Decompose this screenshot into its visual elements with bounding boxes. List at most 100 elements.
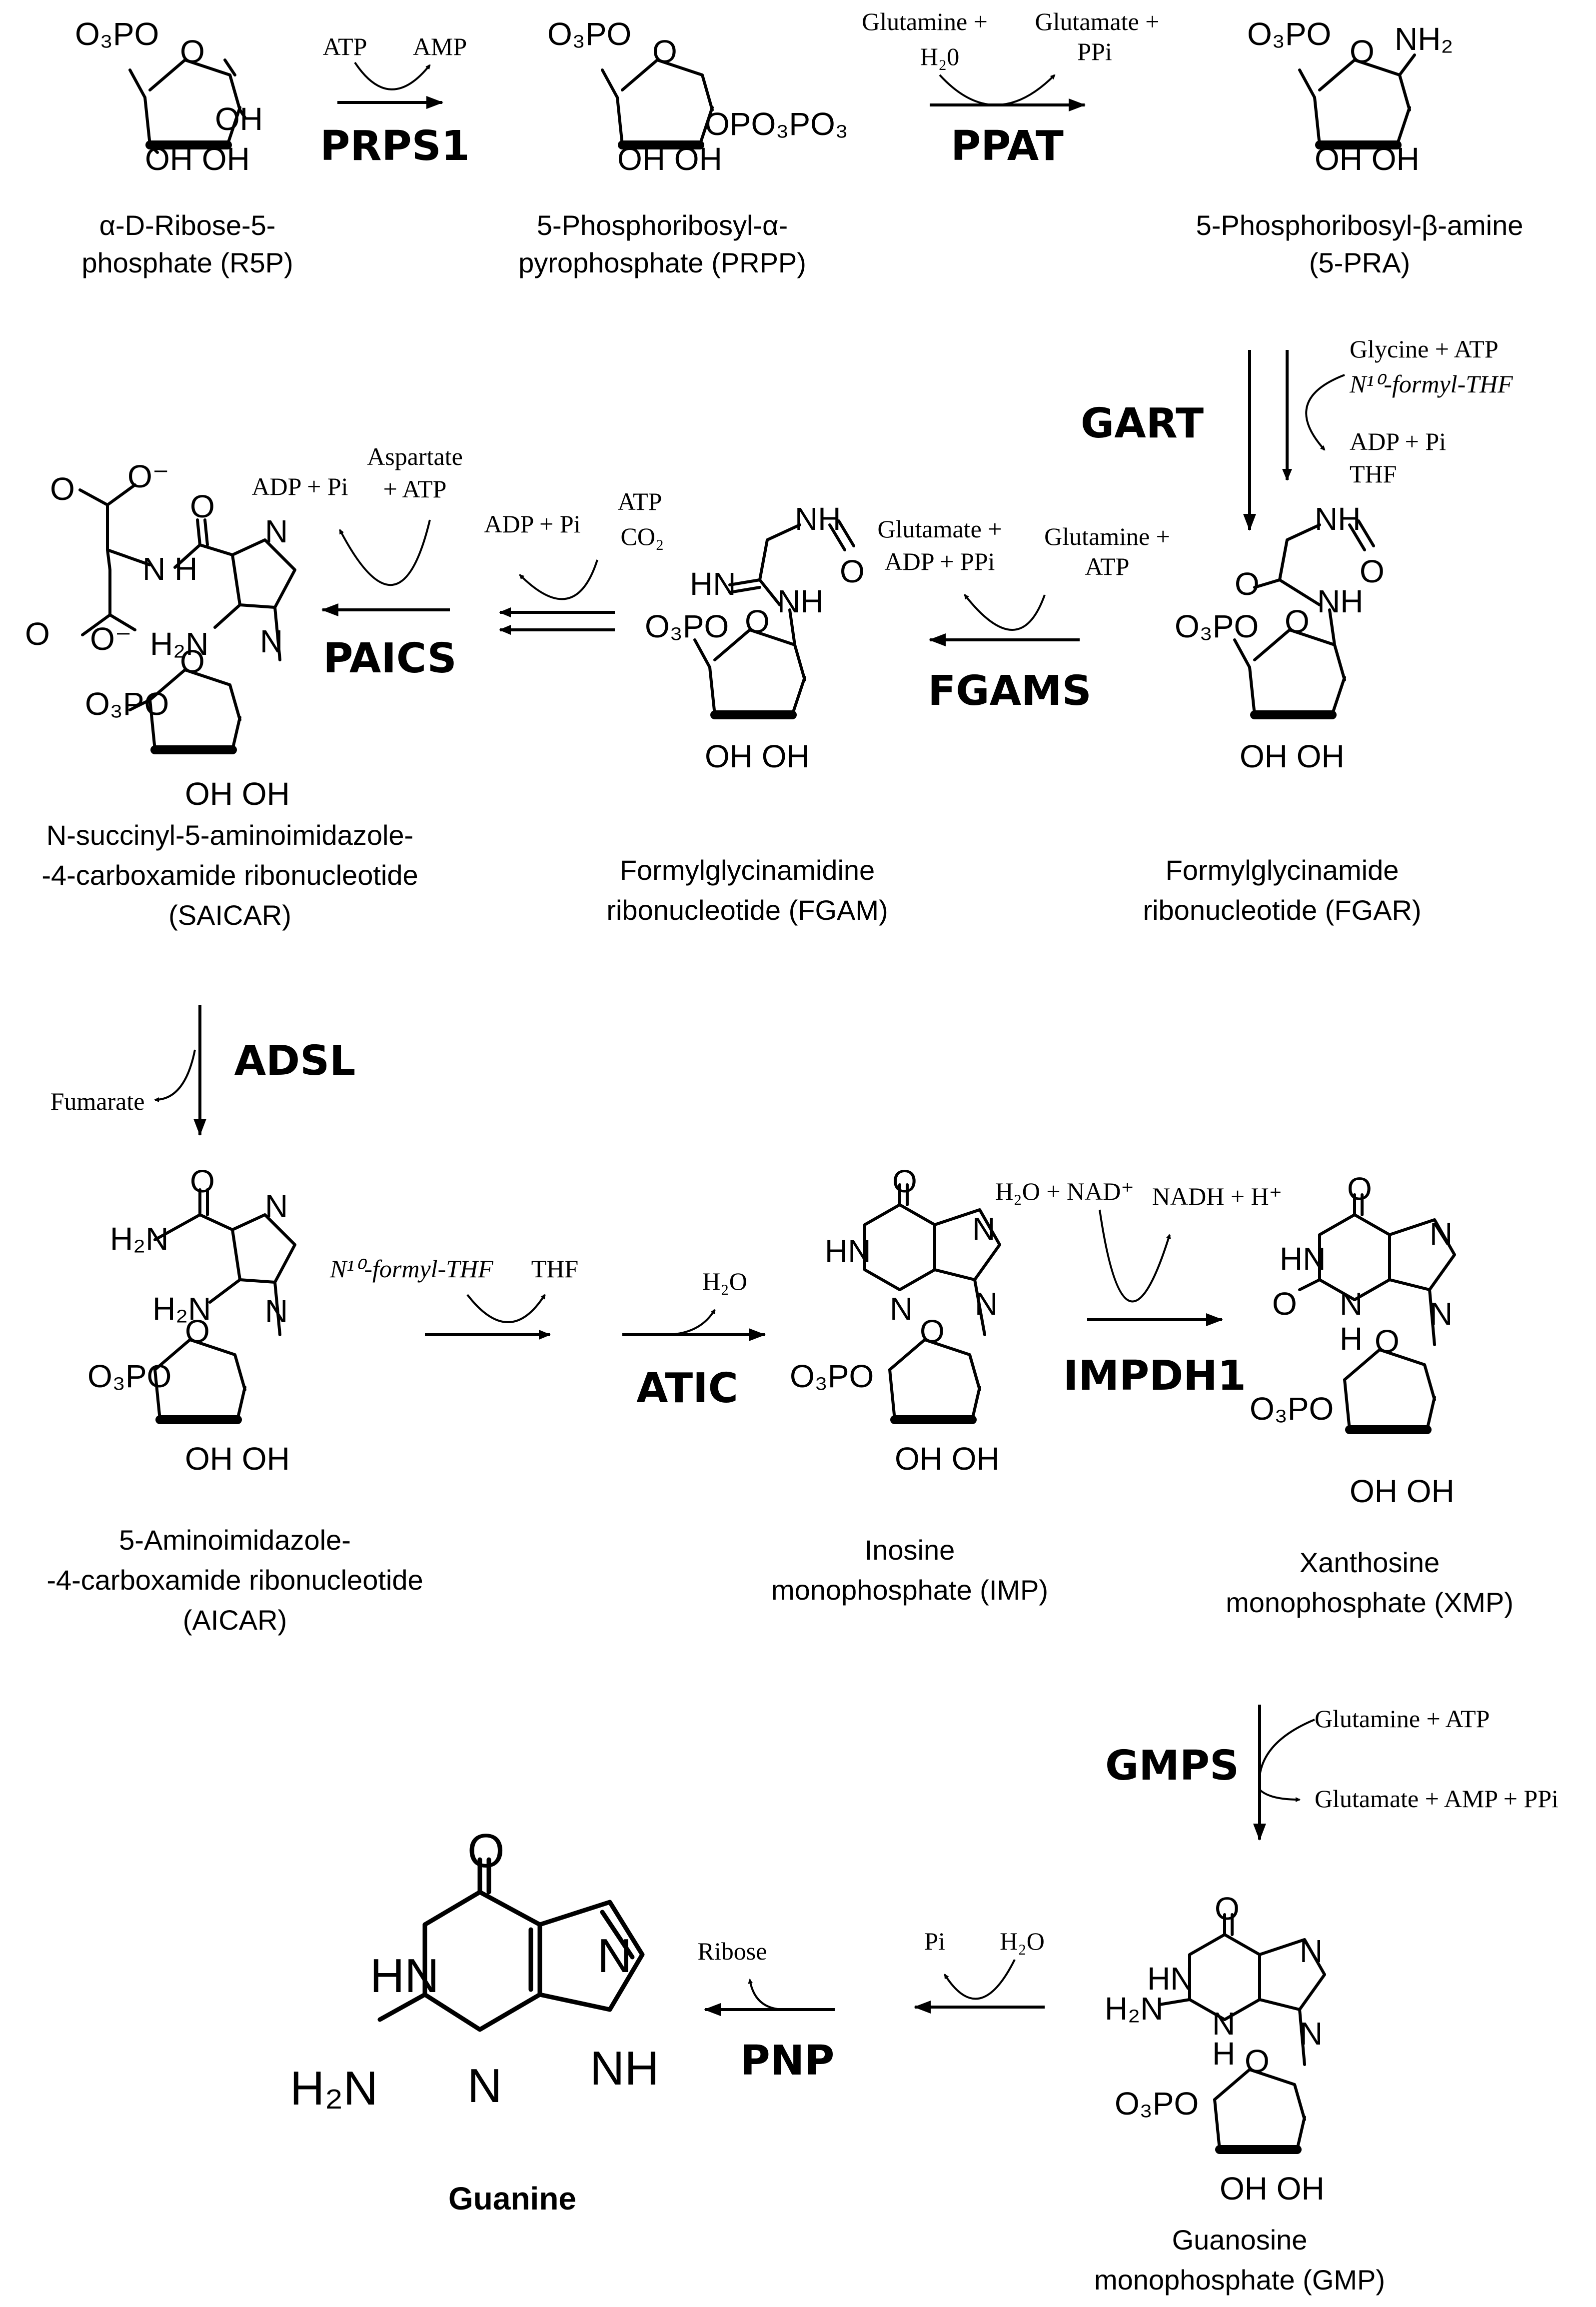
cofactor-in: N¹⁰-formyl-THF [329, 1255, 493, 1283]
imidazole-n-label: N [972, 1211, 995, 1247]
ribose-ring [128, 58, 246, 154]
carbonyl-o-label: O [1215, 1891, 1240, 1927]
cofactor-in-2: ATP [1085, 552, 1130, 580]
imidazole-n-label: N [1430, 1216, 1453, 1252]
glycosidic-n-label: N [260, 623, 283, 659]
molecule-pra: O O₃PO NH₂ OH OH 5-Phosphoribosyl-β-amin… [1196, 16, 1524, 278]
cofactor-in-1: Glutamine + [862, 7, 988, 35]
phosphate-label: O₃PO [1115, 2086, 1199, 2122]
cofactor-in2-2: + ATP [383, 475, 447, 503]
imp-name-line2: monophosphate (IMP) [771, 1574, 1048, 1606]
pra-name-line2: (5-PRA) [1309, 247, 1410, 278]
pyrimidine-n-label: N [467, 2059, 502, 2113]
diol-label: OH OH [705, 738, 810, 774]
molecule-guanine: O HN N H₂N N NH Guanine [290, 1824, 659, 2217]
amine-label: H₂N [1105, 1991, 1163, 2027]
guanine-name: Guanine [448, 2181, 576, 2217]
imidazole-nh-label: NH [590, 2042, 659, 2095]
imp-name-line1: Inosine [865, 1534, 955, 1566]
enzyme-label: PAICS [323, 635, 456, 682]
cofactor-in-2: H₂0 [920, 42, 960, 70]
phosphate-label: O₃PO [87, 1358, 171, 1394]
ring-n-label: N [1340, 1286, 1363, 1322]
fgar-name-line1: Formylglycinamide [1166, 854, 1399, 886]
phosphate-label: O₃PO [75, 16, 159, 52]
prpp-name-line1: 5-Phosphoribosyl-α- [537, 209, 788, 241]
cofactor-out-1: ADP + Pi [1350, 427, 1446, 455]
gmp-name-line2: monophosphate (GMP) [1094, 2264, 1385, 2296]
cofactor-out: Fumarate [50, 1087, 145, 1115]
glycosidic-n-label: N [1430, 1296, 1453, 1332]
formyl-nh-label: NH [1315, 501, 1361, 537]
formyl-o-label: O [840, 553, 865, 589]
imidazole-n-label: N [265, 513, 288, 549]
phosphate-label: O₃PO [547, 16, 631, 52]
enzyme-label: PNP [740, 2037, 835, 2085]
imidazole-n-label: N [265, 1188, 288, 1224]
step-fgams: Glutamine + ATP Glutamate + ADP + PPi FG… [878, 515, 1170, 715]
fgam-name-line1: Formylglycinamidine [620, 854, 875, 886]
step-ppat: Glutamine + H₂0 Glutamate + PPi PPAT [862, 7, 1159, 170]
ring-h-label: H [1212, 2036, 1235, 2072]
diol-label: OH OH [1315, 141, 1420, 177]
cofactor-in-2: N¹⁰-formyl-THF [1349, 370, 1513, 398]
cofactor-out-2: PPi [1077, 37, 1112, 65]
diol-label: OH OH [145, 141, 250, 177]
ring-oxygen: O [745, 603, 770, 639]
aicar-name-line1: 5-Aminoimidazole- [119, 1524, 351, 1556]
step-adsl: Fumarate ADSL [50, 1005, 355, 1136]
cofactor-out-2: Ribose [698, 1937, 767, 1965]
cofactor-out-2: ADP + PPi [885, 547, 995, 575]
amide-o-label: O [190, 1163, 215, 1199]
aicar-name-line2: -4-carboxamide ribonucleotide [46, 1564, 423, 1596]
cofactor-in-1: Glutamine + [1044, 522, 1170, 550]
xmp-name-line2: monophosphate (XMP) [1226, 1587, 1514, 1618]
carboxylate-ominus-bottom: O⁻ [90, 621, 132, 657]
pyrimidine-n-label: N [890, 1291, 913, 1327]
ring-oxygen: O [1350, 33, 1375, 69]
cofactor-in2-1: Aspartate [367, 442, 463, 470]
saicar-name-line1: N-succinyl-5-aminoimidazole- [46, 819, 413, 851]
diol-label: OH OH [185, 776, 290, 812]
phosphate-label: O₃PO [1247, 16, 1331, 52]
glycosidic-n-label: N [975, 1286, 998, 1322]
step-gmps: Glutamine + ATP Glutamate + AMP + PPi GM… [1105, 1705, 1559, 1841]
amine-label: NH₂ [1395, 21, 1453, 57]
carbonyl-o-label: O [892, 1163, 917, 1199]
diol-label: OH OH [1350, 1473, 1455, 1509]
formyl-nh-label: NH [795, 501, 841, 537]
carbonyl-o-top: O [1347, 1171, 1372, 1207]
ring-oxygen: O [180, 33, 205, 69]
hydroxyl-label: OH [215, 101, 263, 137]
enzyme-label: PPAT [951, 122, 1064, 170]
imine-hn-label: HN [690, 566, 736, 602]
cofactor-out: AMP [413, 32, 467, 60]
amide-nh-label: N H [142, 551, 197, 587]
cofactor-in: H₂O + NAD⁺ [995, 1177, 1134, 1205]
ring-h-label: H [1340, 1321, 1363, 1357]
diol-label: OH OH [895, 1441, 1000, 1477]
amide-o-label: O [190, 488, 215, 524]
step-pnp: H₂O Pi Ribose PNP [698, 1927, 1045, 2085]
phosphate-label: O₃PO [85, 686, 169, 722]
amine-label: H₂N [152, 1291, 211, 1327]
molecule-fgam: O O₃PO NH O HN NH OH OH Formylglycinamid… [606, 501, 888, 926]
gmp-name-line1: Guanosine [1172, 2224, 1308, 2256]
carbonyl-o-left: O [1272, 1286, 1297, 1322]
cofactor-out-1: Glutamate + [878, 515, 1002, 543]
cofactor-out-2: THF [1350, 460, 1397, 488]
carboxylate-o-bottom: O [25, 616, 50, 652]
diol-label: OH OH [185, 1441, 290, 1477]
molecule-prpp: O O₃PO OPO₃PO₃ OH OH 5-Phosphoribosyl-α-… [518, 16, 848, 278]
cofactor-out1: ADP + Pi [484, 510, 580, 538]
glycosidic-n-label: N [1300, 2016, 1323, 2052]
cofactor-in: H₂O [1000, 1927, 1045, 1955]
pyrophosphate-label: OPO₃PO₃ [705, 106, 848, 142]
molecule-r5p: O O₃PO OH OH OH α-D-Ribose-5- phosphate … [75, 16, 293, 278]
ring-hn-label: HN [370, 1949, 439, 2003]
cofactor-out-1: Pi [924, 1927, 945, 1955]
ring-oxygen: O [652, 33, 677, 69]
saicar-name-line3: (SAICAR) [168, 899, 291, 931]
ring-hn-label: HN [825, 1233, 871, 1269]
